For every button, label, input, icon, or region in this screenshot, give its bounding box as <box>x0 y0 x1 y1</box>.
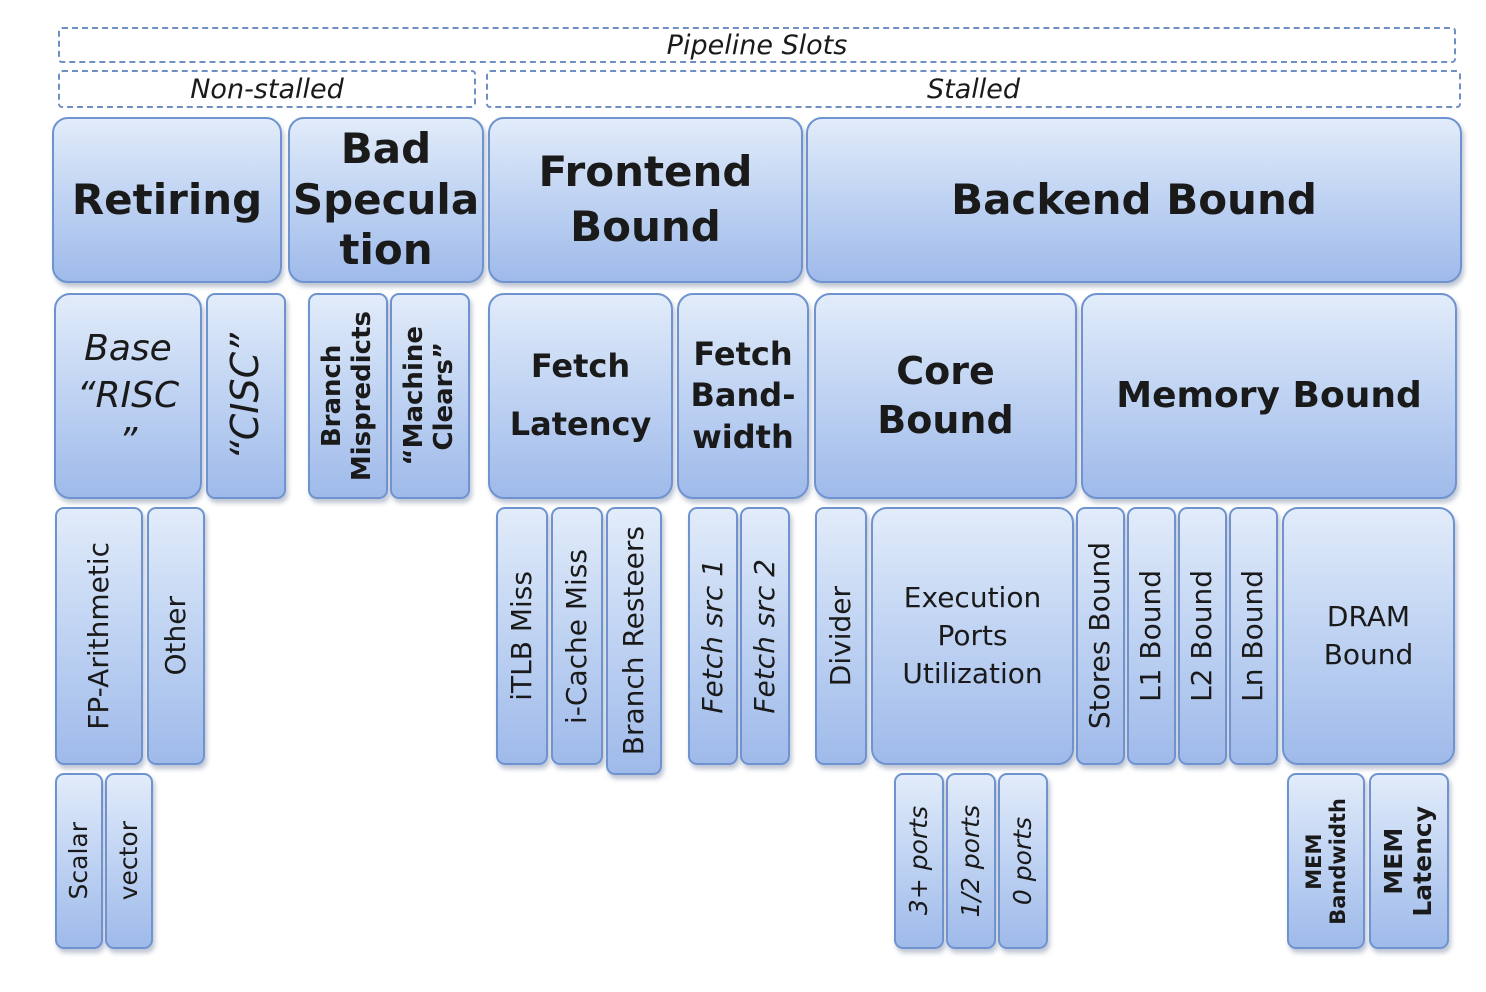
retiring-label: Retiring <box>71 174 263 224</box>
stores-bound-box: Stores Bound <box>1076 507 1125 765</box>
backend-bound-label: Backend Bound <box>951 174 1317 224</box>
pipeline-slots-region: Pipeline Slots <box>58 27 1456 63</box>
mem-latency-box: MEM Latency <box>1369 773 1449 949</box>
fp-arithmetic-label: FP-Arithmetic <box>81 542 115 730</box>
itlb-miss-label: iTLB Miss <box>504 571 538 701</box>
base-risc-box: Base “RISC ” <box>54 293 202 499</box>
stalled-label: Stalled <box>926 73 1021 105</box>
icache-miss-box: i-Cache Miss <box>551 507 603 765</box>
icache-miss-label: i-Cache Miss <box>559 548 593 724</box>
ports-half-label: 1/2 ports <box>955 804 985 918</box>
l1-bound-label: L1 Bound <box>1134 570 1168 702</box>
vector-box: vector <box>105 773 153 949</box>
bad-speculation-label: Bad Specula tion <box>292 124 480 275</box>
dram-bound-label: DRAM Bound <box>1323 600 1414 671</box>
fetch-bandwidth-box: Fetch Band- width <box>677 293 809 499</box>
stores-bound-label: Stores Bound <box>1083 542 1117 730</box>
divider-label: Divider <box>823 585 857 687</box>
itlb-miss-box: iTLB Miss <box>496 507 548 765</box>
memory-bound-label: Memory Bound <box>1116 375 1422 417</box>
other-label: Other <box>158 596 192 676</box>
ln-bound-label: Ln Bound <box>1236 570 1270 702</box>
ports-0-label: 0 ports <box>1007 816 1037 906</box>
base-risc-label: Base “RISC ” <box>76 327 180 463</box>
other-box: Other <box>147 507 205 765</box>
core-bound-box: Core Bound <box>814 293 1077 499</box>
non-stalled-region: Non-stalled <box>58 70 476 108</box>
core-bound-label: Core Bound <box>877 348 1014 442</box>
fetch-src2-label: Fetch src 2 <box>747 558 781 714</box>
fetch-bandwidth-label: Fetch Band- width <box>690 334 796 456</box>
machine-clears-box: “Machine Clears” <box>390 293 470 499</box>
dram-bound-box: DRAM Bound <box>1282 507 1455 765</box>
frontend-bound-label: Frontend Bound <box>538 147 753 251</box>
pipeline-slots-label: Pipeline Slots <box>666 29 848 61</box>
non-stalled-label: Non-stalled <box>190 73 344 105</box>
l2-bound-label: L2 Bound <box>1185 570 1219 702</box>
ports-0-box: 0 ports <box>998 773 1048 949</box>
fetch-src1-label: Fetch src 1 <box>695 558 729 714</box>
retiring-box: Retiring <box>52 117 282 283</box>
mem-bandwidth-label: MEM Bandwidth <box>1301 797 1350 925</box>
fp-arithmetic-box: FP-Arithmetic <box>55 507 143 765</box>
branch-resteers-label: Branch Resteers <box>616 526 650 756</box>
branch-resteers-box: Branch Resteers <box>606 507 662 775</box>
ports-3plus-label: 3+ ports <box>903 806 933 916</box>
fetch-latency-box: Fetch Latency <box>488 293 673 499</box>
divider-box: Divider <box>815 507 867 765</box>
fetch-latency-label: Fetch Latency <box>509 347 652 443</box>
fetch-src1-box: Fetch src 1 <box>688 507 738 765</box>
branch-mispredicts-label: Branch Mispredicts <box>317 310 377 482</box>
fetch-src2-box: Fetch src 2 <box>740 507 790 765</box>
cisc-label: “CISC” <box>223 332 268 460</box>
ln-bound-box: Ln Bound <box>1229 507 1278 765</box>
execution-ports-box: Execution Ports Utilization <box>871 507 1074 765</box>
machine-clears-label: “Machine Clears” <box>399 326 459 466</box>
mem-bandwidth-box: MEM Bandwidth <box>1287 773 1365 949</box>
ports-half-box: 1/2 ports <box>946 773 996 949</box>
backend-bound-box: Backend Bound <box>806 117 1462 283</box>
frontend-bound-box: Frontend Bound <box>488 117 803 283</box>
cisc-box: “CISC” <box>206 293 286 499</box>
stalled-region: Stalled <box>486 70 1461 108</box>
memory-bound-box: Memory Bound <box>1081 293 1457 499</box>
scalar-box: Scalar <box>55 773 103 949</box>
vector-label: vector <box>113 821 143 901</box>
ports-3plus-box: 3+ ports <box>894 773 944 949</box>
execution-ports-label: Execution Ports Utilization <box>902 581 1043 690</box>
branch-mispredicts-box: Branch Mispredicts <box>308 293 388 499</box>
l1-bound-box: L1 Bound <box>1127 507 1176 765</box>
bad-speculation-box: Bad Specula tion <box>288 117 484 283</box>
scalar-label: Scalar <box>63 822 93 900</box>
mem-latency-label: MEM Latency <box>1379 805 1437 917</box>
l2-bound-box: L2 Bound <box>1178 507 1227 765</box>
